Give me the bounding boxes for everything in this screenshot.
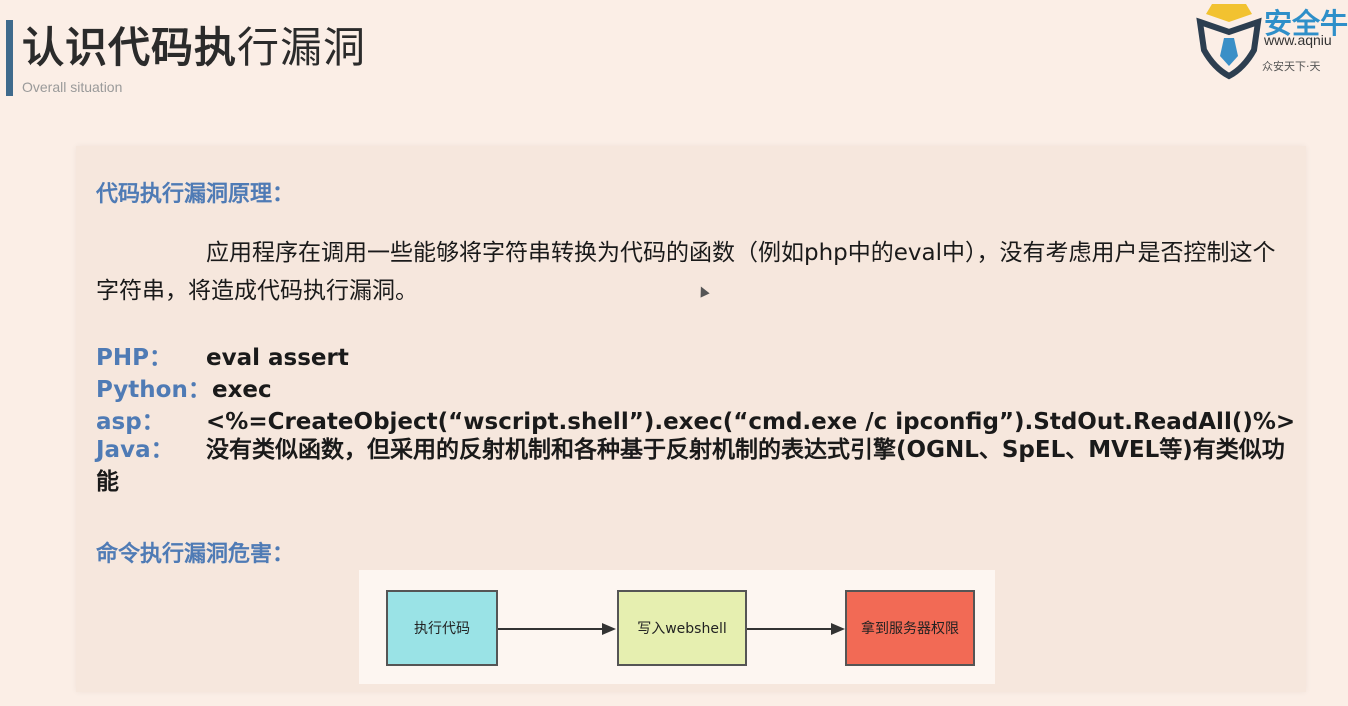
language-name: asp：: [96, 409, 165, 435]
title-part-2: 代码执: [108, 23, 238, 72]
title-part-3: 行漏洞: [237, 23, 367, 72]
arrow-right-icon: [831, 623, 845, 635]
language-name: Python：: [96, 377, 211, 403]
language-value: 没有类似函数，但采用的反射机制和各种基于反射机制的表达式引擎(OGNL、SpEL…: [96, 437, 1285, 495]
title-accent-bar: [6, 20, 13, 96]
brand-url: www.aqniu: [1264, 32, 1332, 48]
brand-slogan: 众安天下·天: [1262, 60, 1321, 73]
flow-step-label: 拿到服务器权限: [861, 621, 959, 637]
page-title: 认识代码执行漏洞: [22, 14, 366, 75]
language-value: exec: [212, 377, 272, 403]
page-subtitle: Overall situation: [22, 79, 123, 95]
brand-logo: 安全牛 www.aqniu 众安天下·天: [1194, 0, 1348, 80]
principle-text: 应用程序在调用一些能够将字符串转换为代码的函数（例如php中的eval中），没有…: [96, 240, 1276, 304]
language-value: eval assert: [206, 345, 349, 371]
flow-arrow: [747, 628, 831, 630]
content-panel: 代码执行漏洞原理： 应用程序在调用一些能够将字符串转换为代码的函数（例如php中…: [76, 146, 1306, 692]
language-row-asp: asp： <%=CreateObject(“wscript.shell”).exe…: [96, 402, 1295, 436]
flow-step-label: 执行代码: [414, 621, 470, 637]
flow-step-server-access: 拿到服务器权限: [845, 590, 975, 666]
flow-step-write-webshell: 写入webshell: [617, 590, 747, 666]
language-row-java: Java：没有类似函数，但采用的反射机制和各种基于反射机制的表达式引擎(OGNL…: [96, 434, 1296, 498]
title-part-1: 认识: [22, 23, 109, 72]
language-name: Java：: [96, 437, 174, 463]
language-name: PHP：: [96, 345, 172, 371]
flow-arrow: [498, 628, 602, 630]
principle-heading: 代码执行漏洞原理：: [96, 182, 295, 207]
language-value: <%=CreateObject(“wscript.shell”).exec(“c…: [206, 409, 1296, 435]
flow-step-execute-code: 执行代码: [386, 590, 498, 666]
flow-diagram: 执行代码 写入webshell 拿到服务器权限: [359, 570, 995, 684]
flow-step-label: 写入webshell: [637, 621, 727, 637]
language-row-python: Python：exec: [96, 370, 272, 404]
shield-icon: [1196, 4, 1262, 80]
harm-heading: 命令执行漏洞危害：: [96, 542, 295, 567]
language-row-php: PHP： eval assert: [96, 338, 349, 372]
arrow-right-icon: [602, 623, 616, 635]
brand-name: 安全牛: [1264, 7, 1348, 40]
